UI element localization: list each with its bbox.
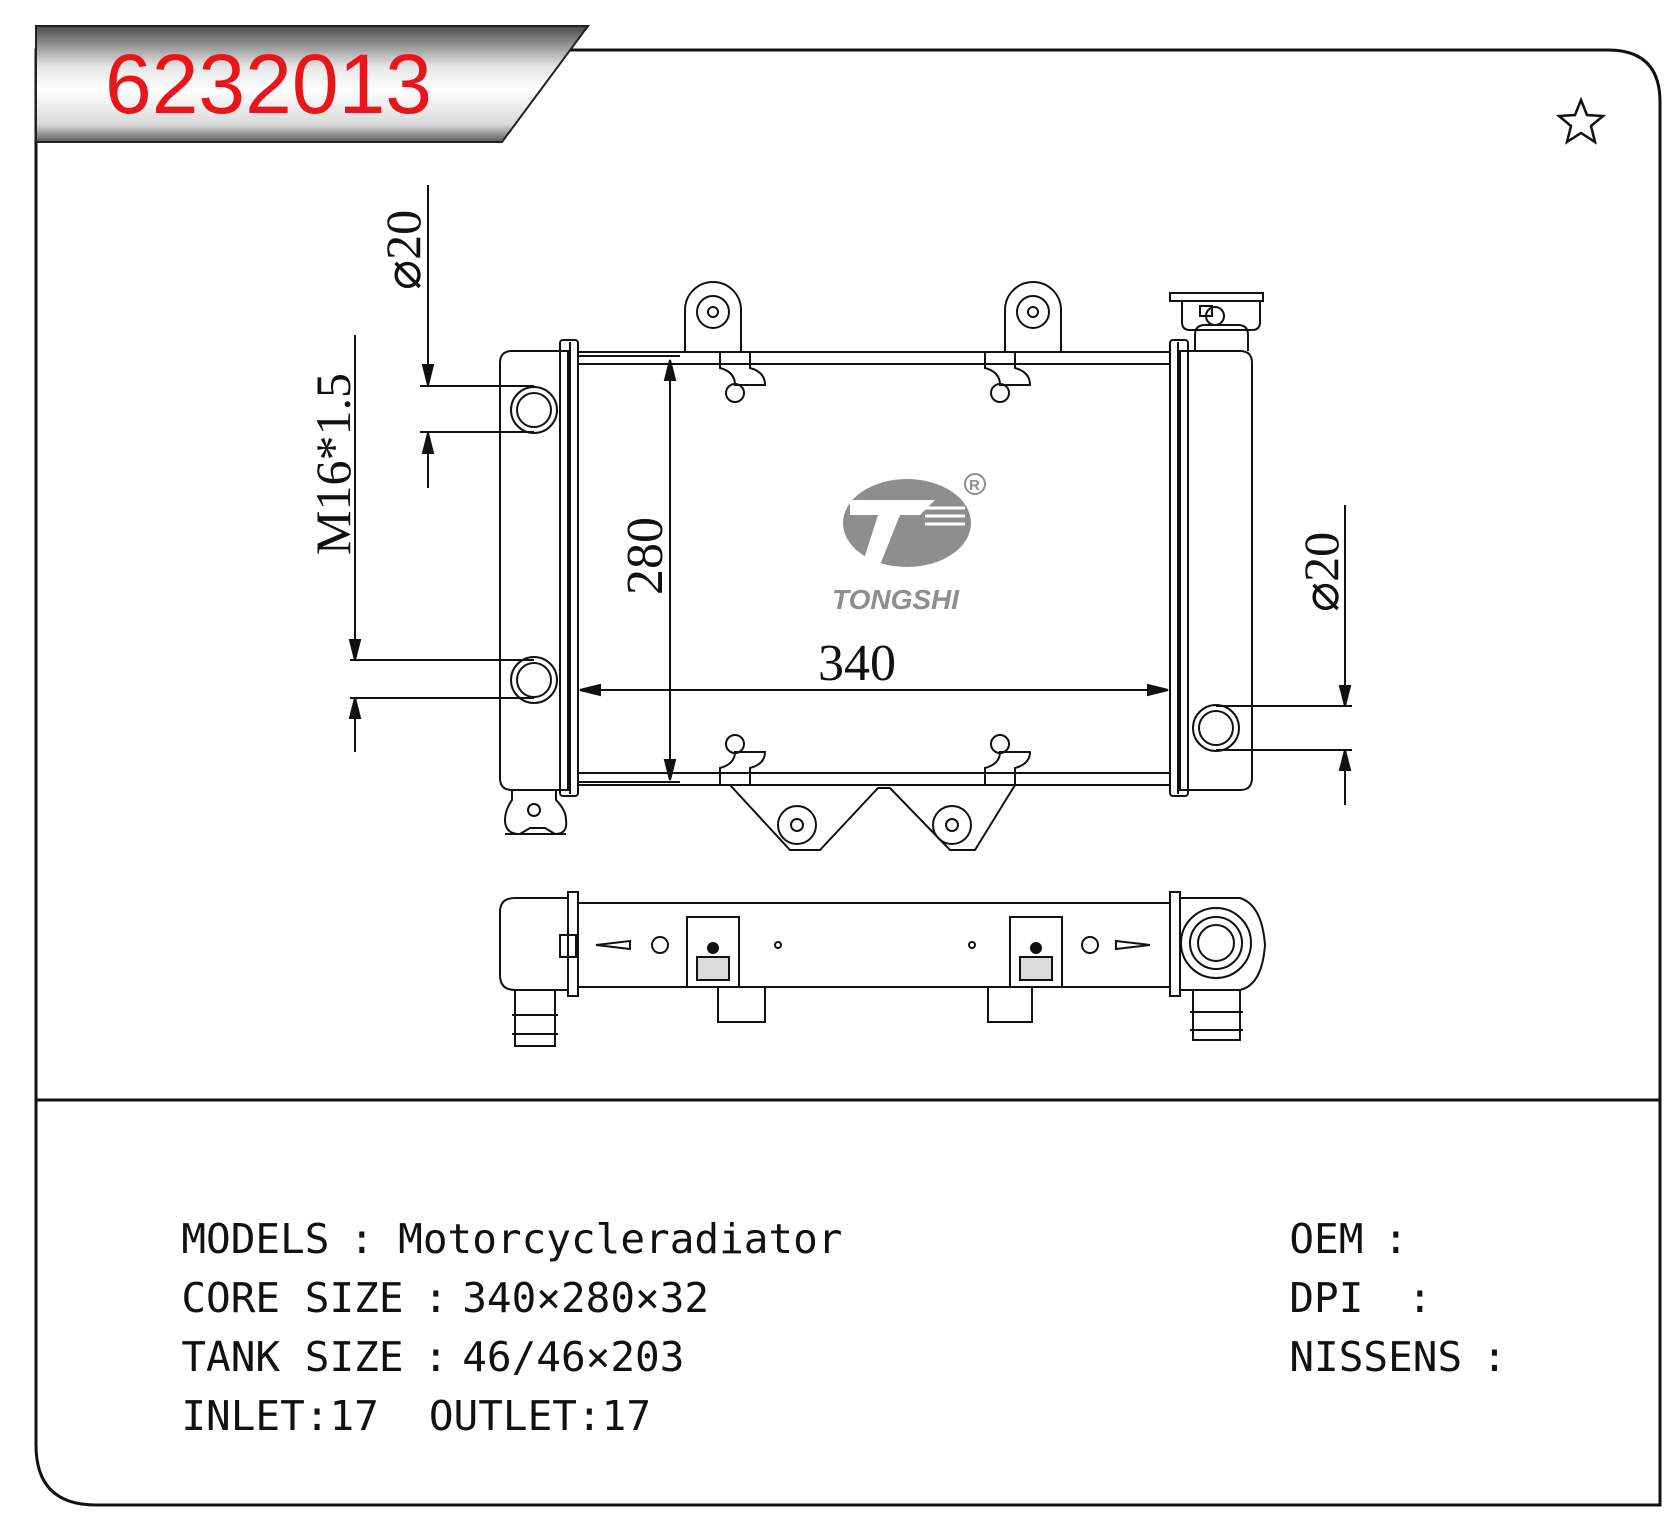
spec-dpi: DPI:	[1240, 1237, 1446, 1319]
sheet-frame	[34, 48, 1662, 1507]
core-size-value: 340×280×32	[462, 1274, 710, 1322]
nissens-label: NISSENS	[1289, 1333, 1463, 1381]
star-icon	[1555, 96, 1607, 145]
dim-outlet-dia: ⌀20	[1293, 532, 1349, 612]
tank-size-label: TANK SIZE	[181, 1333, 404, 1381]
models-label: MODELS	[181, 1215, 330, 1263]
front-view	[348, 185, 1352, 851]
core-size-label: CORE SIZE	[181, 1274, 404, 1322]
spec-nissens: NISSENS:	[1240, 1296, 1521, 1378]
part-number: 6232013	[105, 37, 432, 131]
colon: :	[349, 1215, 375, 1263]
outlet-value: 17	[601, 1392, 652, 1440]
colon: :	[423, 1333, 449, 1381]
dim-width: 340	[818, 635, 896, 692]
registered-mark: R	[969, 477, 980, 494]
brand-name: TONGSHI	[832, 584, 960, 615]
models-value: Motorcycleradiator	[398, 1215, 843, 1263]
outlet-label: OUTLET:	[428, 1392, 602, 1440]
part-number-tab	[35, 25, 590, 143]
tongshi-logo: R TONGSHI	[832, 473, 986, 615]
top-view	[499, 891, 1267, 1047]
colon: :	[423, 1274, 449, 1322]
colon: :	[1407, 1274, 1433, 1322]
dpi-label: DPI	[1289, 1274, 1364, 1322]
dim-inlet-dia: ⌀20	[375, 210, 431, 290]
spec-core-size: CORE SIZE:340×280×32	[132, 1237, 709, 1319]
inlet-label: INLET:	[181, 1392, 330, 1440]
tank-size-value: 46/46×203	[462, 1333, 685, 1381]
dim-thread: M16*1.5	[305, 373, 361, 555]
inlet-value: 17	[329, 1392, 379, 1440]
spec-oem: OEM:	[1240, 1178, 1422, 1260]
oem-label: OEM	[1289, 1215, 1364, 1263]
colon: :	[1482, 1333, 1507, 1381]
dim-height: 280	[617, 517, 674, 595]
spec-tank-size: TANK SIZE:46/46×203	[132, 1296, 684, 1378]
colon: :	[1383, 1215, 1409, 1263]
spec-models: MODELS: Motorcycleradiator	[132, 1178, 843, 1263]
